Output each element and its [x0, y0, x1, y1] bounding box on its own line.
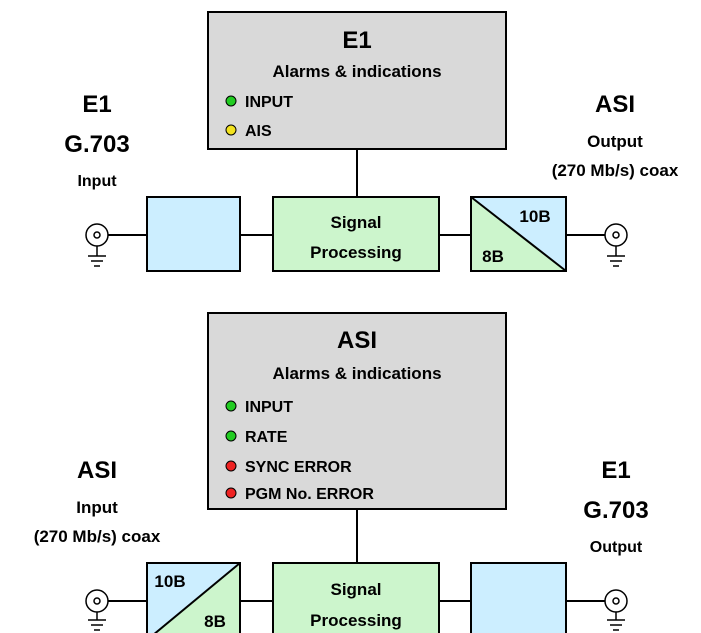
bottom-indicator-input-label: INPUT	[245, 399, 293, 416]
top-left-port-line2: G.703	[64, 131, 129, 158]
bottom-left-port-line3: (270 Mb/s) coax	[34, 527, 161, 546]
bottom-processing-line2: Processing	[310, 611, 402, 630]
top-encoder-block	[470, 196, 567, 272]
bottom-decoder-block	[146, 562, 241, 633]
bottom-processing-line1: Signal	[330, 580, 381, 599]
bottom-right-port-line1: E1	[601, 457, 630, 484]
bottom-indicator-sync-error-label: SYNC ERROR	[245, 459, 352, 476]
top-left-coax-connector-icon	[85, 223, 109, 267]
top-encoder-upper-label: 10B	[519, 207, 550, 226]
bottom-indicator-pgm-error-label: PGM No. ERROR	[245, 486, 374, 503]
top-right-port-line3: (270 Mb/s) coax	[552, 161, 679, 180]
bottom-indicator-rate-label: RATE	[245, 429, 288, 446]
bottom-processing-block	[272, 562, 440, 633]
top-encoder-lower-label: 8B	[482, 247, 504, 266]
top-interface-block	[146, 196, 241, 272]
top-processing-block	[272, 196, 440, 272]
top-left-port-line3: Input	[77, 173, 117, 190]
top-indicator-input-label: INPUT	[245, 94, 293, 111]
bottom-led-sync-error	[225, 460, 237, 472]
top-processing-line1: Signal	[330, 213, 381, 232]
bottom-led-pgm-error	[225, 487, 237, 499]
top-status-box	[207, 11, 507, 150]
bottom-left-port-line2: Input	[76, 498, 118, 517]
top-right-coax-connector-icon	[604, 223, 628, 267]
top-right-port-line2: Output	[587, 132, 643, 151]
top-indicator-ais-label: AIS	[245, 123, 272, 140]
top-processing-line2: Processing	[310, 243, 402, 262]
bottom-right-coax-connector-icon	[604, 589, 628, 631]
bottom-status-title: ASI	[337, 327, 377, 354]
bottom-led-input	[225, 400, 237, 412]
bottom-decoder-upper-label: 10B	[154, 572, 185, 591]
bottom-left-port-line1: ASI	[77, 457, 117, 484]
bottom-decoder-lower-label: 8B	[204, 612, 226, 631]
bottom-left-coax-connector-icon	[85, 589, 109, 631]
bottom-interface-block	[470, 562, 567, 633]
bottom-diagram: ASI Alarms & indications INPUT RATE SYNC…	[34, 312, 649, 633]
top-led-ais	[225, 124, 237, 136]
top-status-subtitle: Alarms & indications	[272, 62, 441, 81]
bottom-led-rate	[225, 430, 237, 442]
bottom-status-subtitle: Alarms & indications	[272, 364, 441, 383]
top-led-input	[225, 95, 237, 107]
bottom-right-port-line3: Output	[590, 539, 643, 556]
bottom-status-box	[207, 312, 507, 510]
top-left-port-line1: E1	[82, 91, 111, 118]
bottom-right-port-line2: G.703	[583, 497, 648, 524]
top-diagram: E1 Alarms & indications INPUT AIS E1 G.7…	[64, 11, 679, 272]
top-status-title: E1	[342, 27, 371, 54]
top-right-port-line1: ASI	[595, 91, 635, 118]
